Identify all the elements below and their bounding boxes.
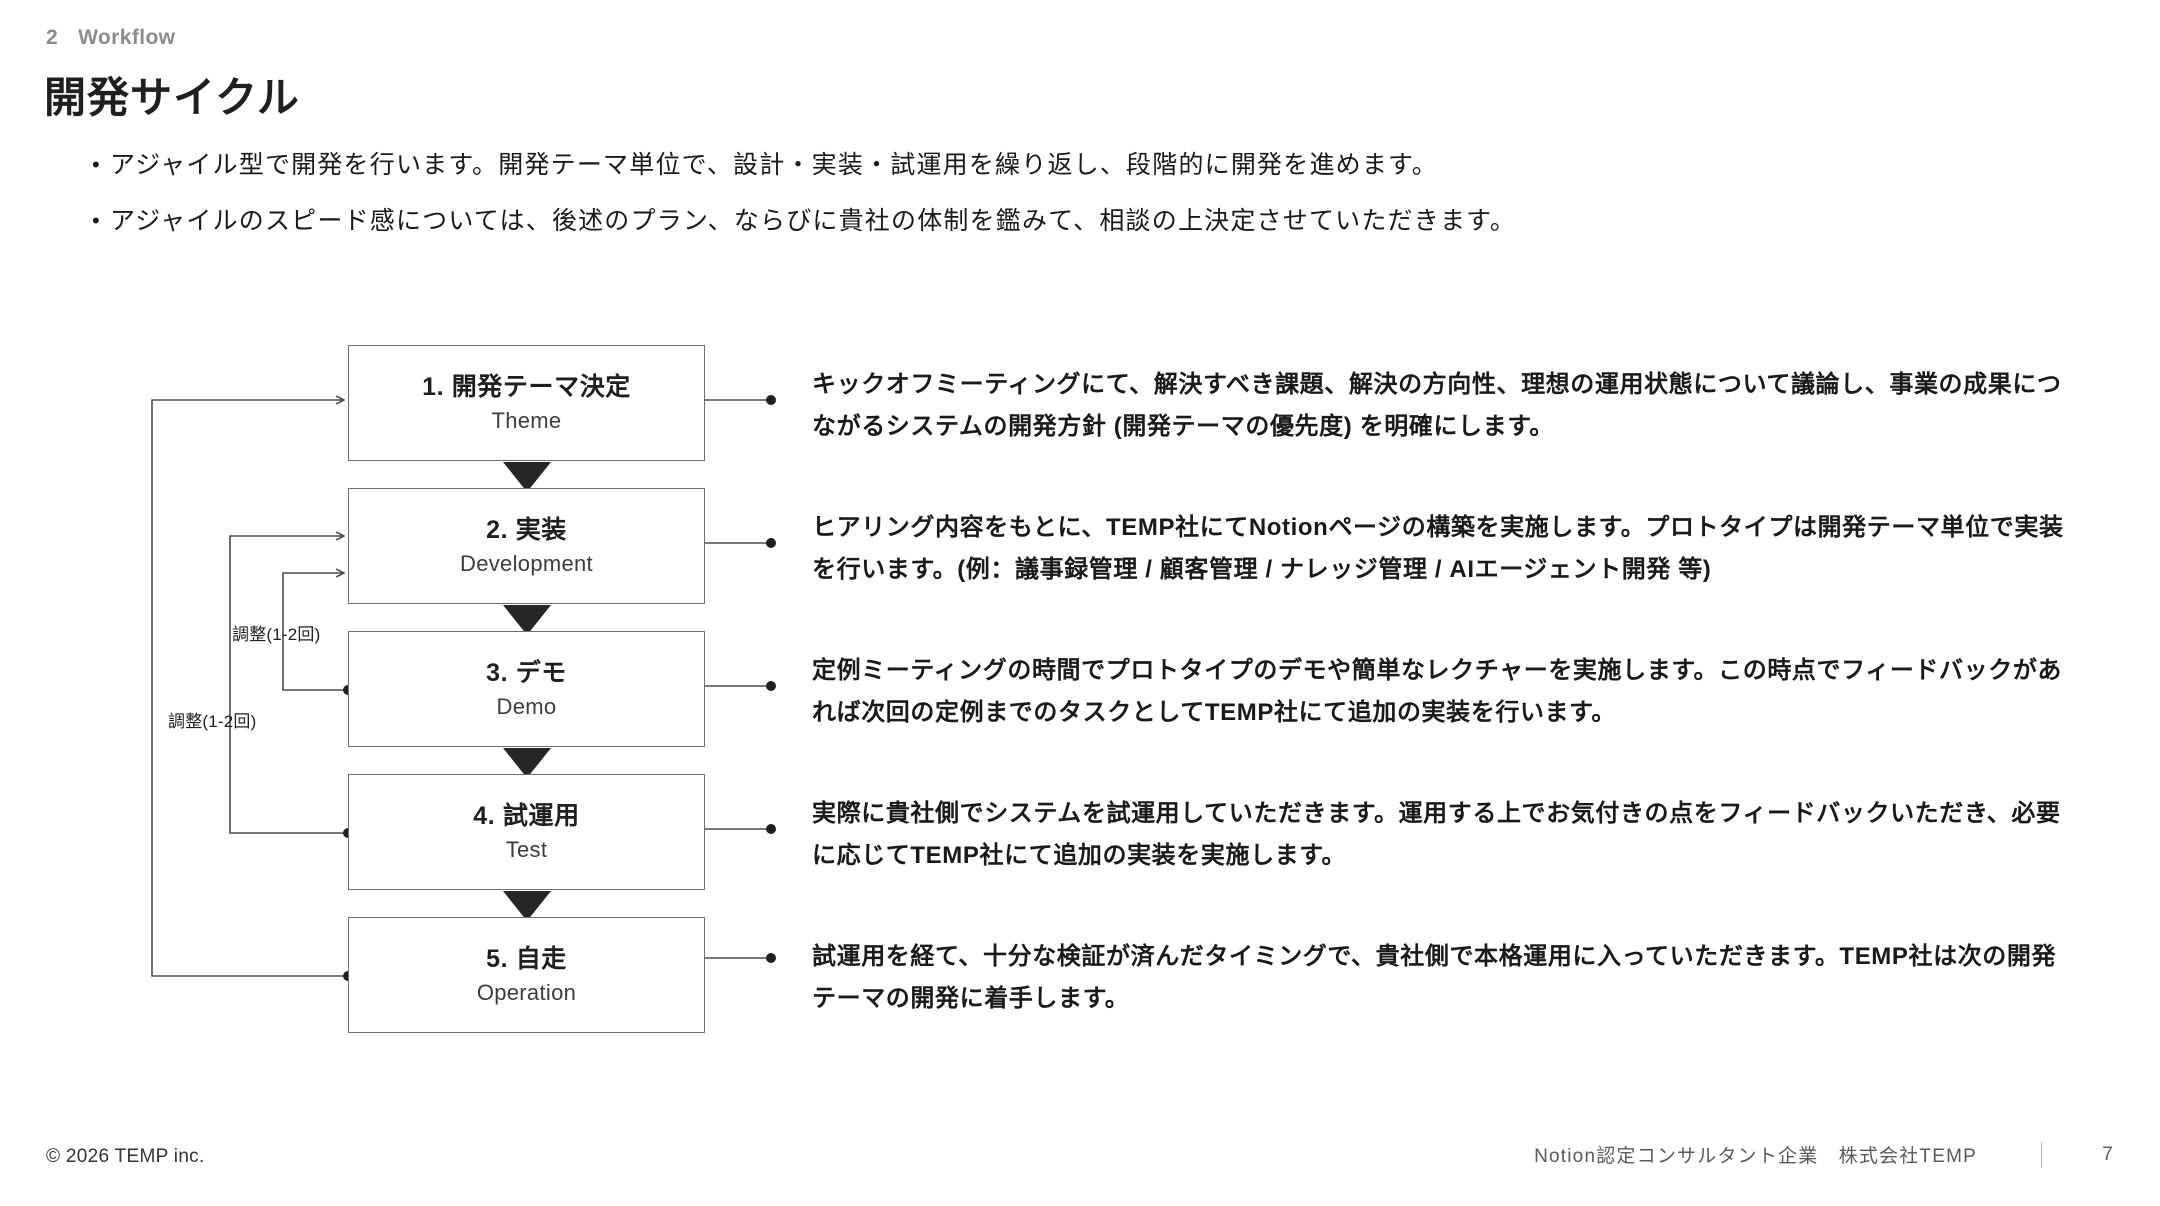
footer-meta: Notion認定コンサルタント企業 株式会社TEMP 7 [1534, 1141, 2114, 1168]
flow-step-subtitle: Development [460, 550, 593, 576]
section-number: 2 [46, 26, 59, 49]
breadcrumb: 2 Workflow [46, 26, 175, 50]
page-number: 7 [2102, 1143, 2114, 1165]
section-name: Workflow [78, 26, 176, 49]
flow-step-subtitle: Demo [496, 693, 557, 719]
flow-step-title: 1. 開発テーマ決定 [422, 373, 631, 402]
step-description-operation: 試運用を経て、十分な検証が済んだタイミングで、貴社側で本格運用に入っていただきま… [812, 943, 2057, 1012]
step-description-test: 実際に貴社側でシステムを試運用していただきます。運用する上でお気付きの点をフィー… [812, 800, 2061, 869]
flow-step-development[interactable]: 2. 実装 Development [348, 488, 705, 604]
bullet-icon: • [92, 208, 100, 233]
flow-step-demo[interactable]: 3. デモ Demo [348, 631, 705, 747]
flow-step-title: 5. 自走 [486, 945, 567, 974]
step-description-theme: キックオフミーティングにて、解決すべき課題、解決の方向性、理想の運用状態について… [812, 371, 2062, 440]
flow-step-title: 2. 実装 [486, 516, 567, 545]
leader-dot-operation [766, 953, 776, 963]
flow-step-subtitle: Theme [491, 407, 562, 433]
leader-dot-theme [766, 395, 776, 405]
loop-label-test-adjust: 調整(1-2回) [168, 712, 257, 731]
leader-dot-development [766, 538, 776, 548]
footer-copyright: © 2026 TEMP inc. [46, 1146, 205, 1167]
flow-step-test[interactable]: 4. 試運用 Test [348, 774, 705, 890]
loop-label-demo-adjust: 調整(1-2回) [232, 625, 321, 644]
leader-dot-test [766, 824, 776, 834]
leader-dot-demo [766, 681, 776, 691]
bullet-text: アジャイル型で開発を行います。開発テーマ単位で、設計・実装・試運用を繰り返し、段… [110, 151, 1438, 179]
flow-step-theme[interactable]: 1. 開発テーマ決定 Theme [348, 345, 705, 461]
list-item: • アジャイルのスピード感については、後述のプラン、ならびに貴社の体制を鑑みて、… [92, 204, 1992, 238]
step-description-development: ヒアリング内容をもとに、TEMP社にてNotionページの構築を実施します。プロ… [812, 514, 2064, 583]
step-description-demo: 定例ミーティングの時間でプロトタイプのデモや簡単なレクチャーを実施します。この時… [812, 657, 2063, 726]
loop-connector-operation-to-theme [151, 400, 348, 977]
bullet-icon: • [92, 152, 100, 177]
flow-step-title: 4. 試運用 [473, 802, 580, 831]
footer-divider [2041, 1141, 2042, 1168]
flow-step-subtitle: Test [505, 836, 548, 862]
bullet-text: アジャイルのスピード感については、後述のプラン、ならびに貴社の体制を鑑みて、相談… [110, 207, 1517, 235]
footer-company-name: Notion認定コンサルタント企業 株式会社TEMP [1534, 1146, 1977, 1167]
page-title: 開発サイクル [44, 74, 300, 121]
flow-step-subtitle: Operation [476, 979, 577, 1005]
flow-step-operation[interactable]: 5. 自走 Operation [348, 917, 705, 1033]
list-item: • アジャイル型で開発を行います。開発テーマ単位で、設計・実装・試運用を繰り返し… [92, 148, 1992, 182]
bullet-list: • アジャイル型で開発を行います。開発テーマ単位で、設計・実装・試運用を繰り返し… [92, 148, 1992, 260]
loop-connector-test-to-development [229, 536, 348, 834]
flow-step-title: 3. デモ [486, 659, 567, 688]
